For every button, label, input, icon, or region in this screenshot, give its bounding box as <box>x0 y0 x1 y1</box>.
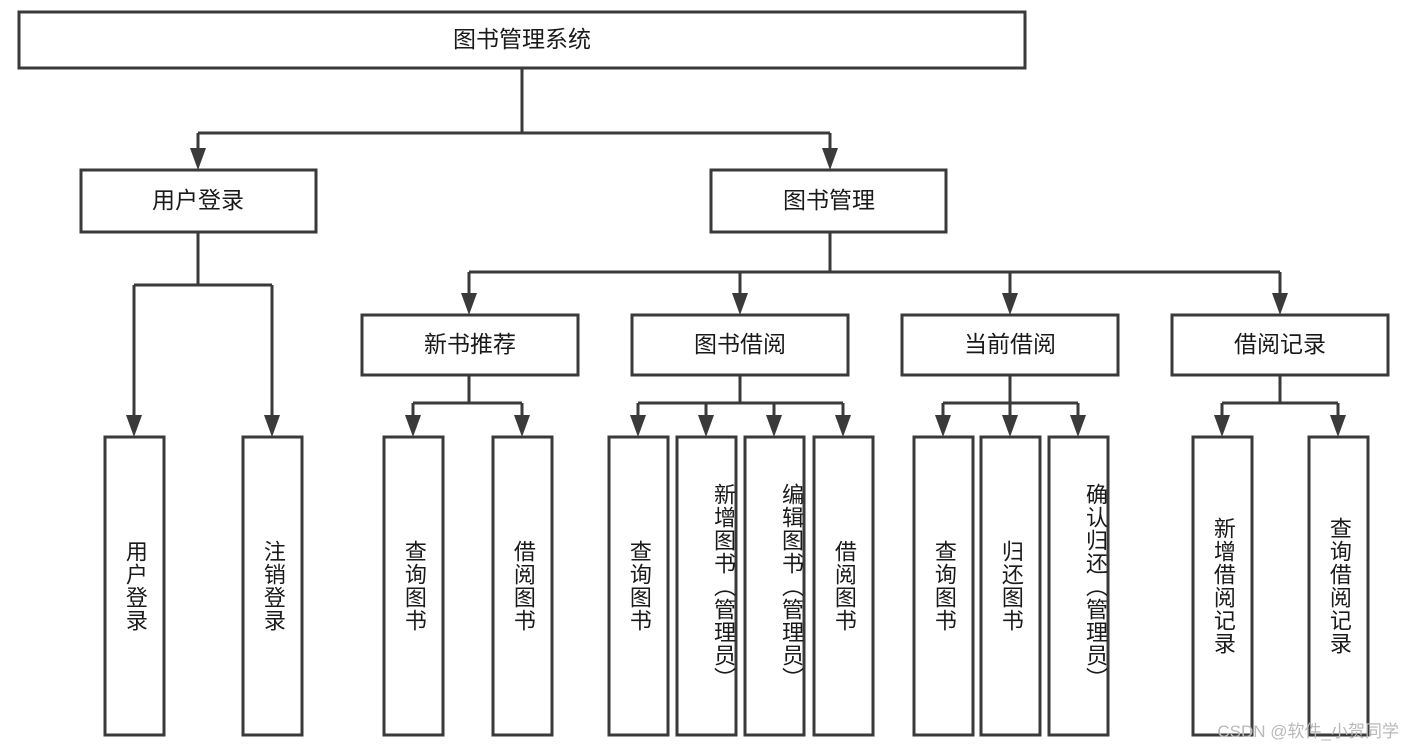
leaf-boxes <box>103 435 1370 737</box>
leaf-box[interactable] <box>241 435 304 737</box>
node-book-manage[interactable]: 图书管理 <box>709 168 948 234</box>
arrow-to-leaf <box>1002 415 1018 437</box>
leaf-box[interactable] <box>743 435 806 737</box>
node-borrow-record-label: 借阅记录 <box>1234 331 1326 357</box>
edges-booklogin-to-leaves <box>126 232 280 437</box>
arrow-to-new-book <box>461 293 477 315</box>
leaf-box[interactable] <box>979 435 1042 737</box>
node-new-book-recommend[interactable]: 新书推荐 <box>360 313 580 377</box>
leaf-box[interactable] <box>607 435 670 737</box>
leaf-box[interactable] <box>812 435 875 737</box>
leaf-box[interactable] <box>382 435 445 737</box>
arrow-to-book-borrow <box>732 293 748 315</box>
arrow-to-user-login <box>190 148 206 170</box>
arrow-to-leaf <box>835 415 851 437</box>
node-current-borrow[interactable]: 当前借阅 <box>900 313 1120 377</box>
arrow-to-leaf <box>935 415 951 437</box>
arrow-to-book-manage <box>822 148 838 170</box>
arrow-to-leaf <box>698 415 714 437</box>
leaf-box[interactable] <box>912 435 975 737</box>
arrow-to-leaf <box>1330 415 1346 437</box>
node-book-borrow[interactable]: 图书借阅 <box>630 313 850 377</box>
node-user-login-label: 用户登录 <box>152 187 244 213</box>
arrow-to-borrow-record <box>1272 293 1288 315</box>
node-borrow-record[interactable]: 借阅记录 <box>1170 313 1390 377</box>
edges-borrowrecord-to-leaves <box>1214 375 1346 437</box>
leaf-box[interactable] <box>103 435 166 737</box>
arrow-to-leaf <box>514 415 530 437</box>
node-book-manage-label: 图书管理 <box>783 187 875 213</box>
leaf-box[interactable] <box>1047 435 1110 737</box>
edges-currentborrow-to-leaves <box>935 375 1086 437</box>
leaf-box[interactable] <box>675 435 738 737</box>
node-book-borrow-label: 图书借阅 <box>694 331 786 357</box>
edges-bookmanage-to-level3 <box>461 232 1288 315</box>
node-user-login[interactable]: 用户登录 <box>79 168 318 234</box>
csdn-watermark: CSDN @软件_小贺同学 <box>1217 722 1399 741</box>
edges-bookborrow-to-leaves <box>630 375 851 437</box>
arrow-to-leaf <box>405 415 421 437</box>
arrow-to-current-borrow <box>1002 293 1018 315</box>
node-root[interactable]: 图书管理系统 <box>17 10 1027 70</box>
edges-root-to-level2 <box>190 68 838 170</box>
leaf-box[interactable] <box>491 435 554 737</box>
arrow-to-leaf <box>766 415 782 437</box>
arrow-to-leaf <box>1070 415 1086 437</box>
node-current-borrow-label: 当前借阅 <box>964 331 1056 357</box>
node-root-label: 图书管理系统 <box>453 26 591 52</box>
node-new-book-recommend-label: 新书推荐 <box>424 331 516 357</box>
leaf-box[interactable] <box>1307 435 1370 737</box>
edges-newbook-to-leaves <box>405 375 530 437</box>
arrow-to-leaf <box>1214 415 1230 437</box>
arrow-to-leaf <box>630 415 646 437</box>
arrow-to-leaf <box>264 415 280 437</box>
arrow-to-leaf <box>126 415 142 437</box>
leaf-box[interactable] <box>1191 435 1254 737</box>
